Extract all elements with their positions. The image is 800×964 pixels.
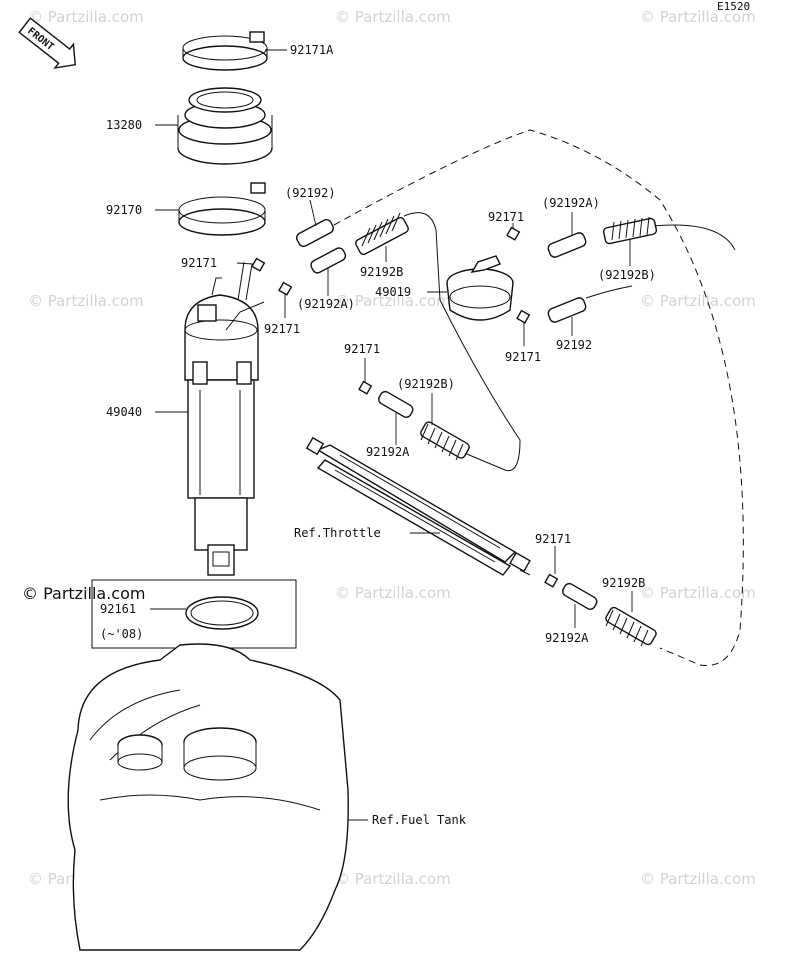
label-92171A: 92171A: [290, 43, 334, 57]
label-92192B-paren: (92192B): [598, 268, 656, 282]
hose-92192A-right: [547, 232, 587, 323]
watermark: © Partzilla.com: [28, 8, 144, 26]
watermark: © Partzilla.com: [640, 870, 756, 888]
clip-92171-mid: [358, 380, 373, 395]
hose-route-mid: [403, 212, 521, 472]
label-92171-d: 92171: [488, 210, 524, 224]
label-92170: 92170: [106, 203, 142, 217]
fuel-filter-49019: [446, 255, 514, 321]
diagram-code: E1520: [717, 0, 750, 13]
clip-92171-right: [506, 226, 531, 324]
hose-92192B-coiled: [355, 212, 409, 256]
label-92192A-g: 92192A: [366, 445, 410, 459]
label-92171-a: 92171: [181, 256, 217, 270]
label-92171-g: 92171: [344, 342, 380, 356]
label-49019: 49019: [375, 285, 411, 299]
hose-92192A-lower: [562, 582, 598, 610]
label-49040: 49040: [106, 405, 142, 419]
label-92171-h: 92171: [535, 532, 571, 546]
label-92192B-a: 92192B: [360, 265, 403, 279]
grommet-13280: [177, 87, 273, 165]
label-92192-f: 92192: [556, 338, 592, 352]
hose-92192B-right: [602, 216, 658, 245]
fuel-tank: [67, 643, 349, 951]
label-92171-e: 92171: [505, 350, 541, 364]
watermark: © Partzilla.com: [640, 584, 756, 602]
watermark: © Partzilla.com: [335, 292, 451, 310]
clamp-92171A: [182, 31, 268, 71]
label-92192A-h: 92192A: [545, 631, 589, 645]
label-ref-fuel-tank: Ref.Fuel Tank: [372, 813, 467, 827]
fuel-pump-49040: [184, 261, 265, 576]
hose-92192A-mid: [378, 390, 414, 418]
label-92192A-paren-a: (92192A): [297, 297, 355, 311]
watermark: © Partzilla.com: [335, 584, 451, 602]
clip-92171: [251, 257, 293, 296]
clamp-92170: [178, 182, 266, 236]
watermark: © Partzilla.com: [335, 8, 451, 26]
label-92192A-paren-b: (92192A): [542, 196, 600, 210]
label-13280: 13280: [106, 118, 142, 132]
clip-92171-lower: [544, 573, 559, 588]
hose-92192B-lower: [605, 606, 657, 647]
label-ref-throttle: Ref.Throttle: [294, 526, 381, 540]
label-92192B-h: 92192B: [602, 576, 645, 590]
label-note-08: (~'08): [100, 627, 143, 641]
hose-92192-upper: [295, 218, 347, 274]
hose-route-upper: [333, 129, 744, 667]
watermark: © Partzilla.com: [640, 8, 756, 26]
watermark: © Partzilla.com: [335, 870, 451, 888]
gasket-92161-box: [91, 579, 297, 649]
watermark: © Partzilla.com: [640, 292, 756, 310]
watermark-main: © Partzilla.com: [22, 584, 145, 603]
label-92192B-paren-g: (92192B): [397, 377, 455, 391]
fuel-rail-throttle: [305, 436, 531, 576]
watermark: © Partzilla.com: [28, 292, 144, 310]
label-92161: 92161: [100, 602, 136, 616]
hose-92192B-mid: [420, 421, 470, 461]
label-92171-b: 92171: [264, 322, 300, 336]
label-92192-paren-top: (92192): [285, 186, 336, 200]
